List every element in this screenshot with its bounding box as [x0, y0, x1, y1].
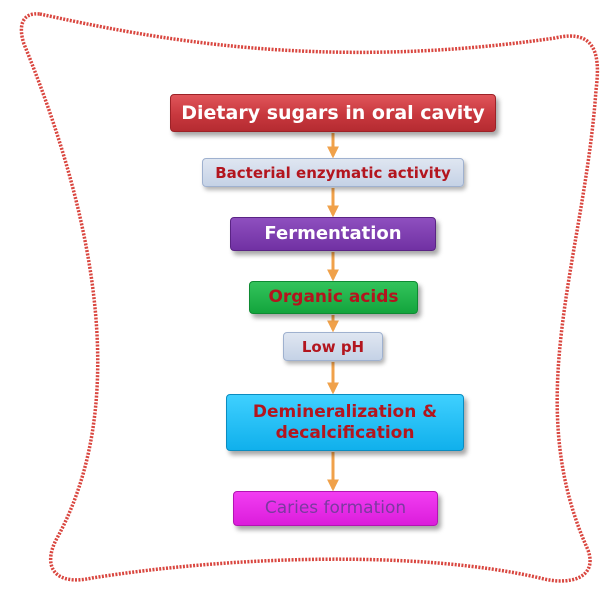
decorative-outline: [19, 12, 600, 583]
step-bacterial-activity: Bacterial enzymatic activity: [202, 158, 464, 187]
step-low-ph-label: Low pH: [301, 337, 365, 356]
step-bacterial-activity-label: Bacterial enzymatic activity: [215, 163, 451, 182]
step-fermentation-label: Fermentation: [264, 223, 402, 245]
step-caries-formation-label: Caries formation: [264, 498, 407, 519]
step-low-ph: Low pH: [283, 332, 383, 361]
step-organic-acids-label: Organic acids: [268, 287, 399, 308]
step-demineralization-label-line1: Demineralization &: [252, 402, 438, 423]
step-demineralization: Demineralization & decalcification: [226, 394, 464, 451]
step-demineralization-label-line2: decalcification: [275, 422, 415, 443]
step-dietary-sugars-label: Dietary sugars in oral cavity: [181, 101, 485, 124]
step-dietary-sugars: Dietary sugars in oral cavity: [170, 94, 496, 132]
step-fermentation: Fermentation: [230, 217, 436, 251]
step-caries-formation: Caries formation: [233, 491, 438, 526]
step-organic-acids: Organic acids: [249, 281, 418, 314]
